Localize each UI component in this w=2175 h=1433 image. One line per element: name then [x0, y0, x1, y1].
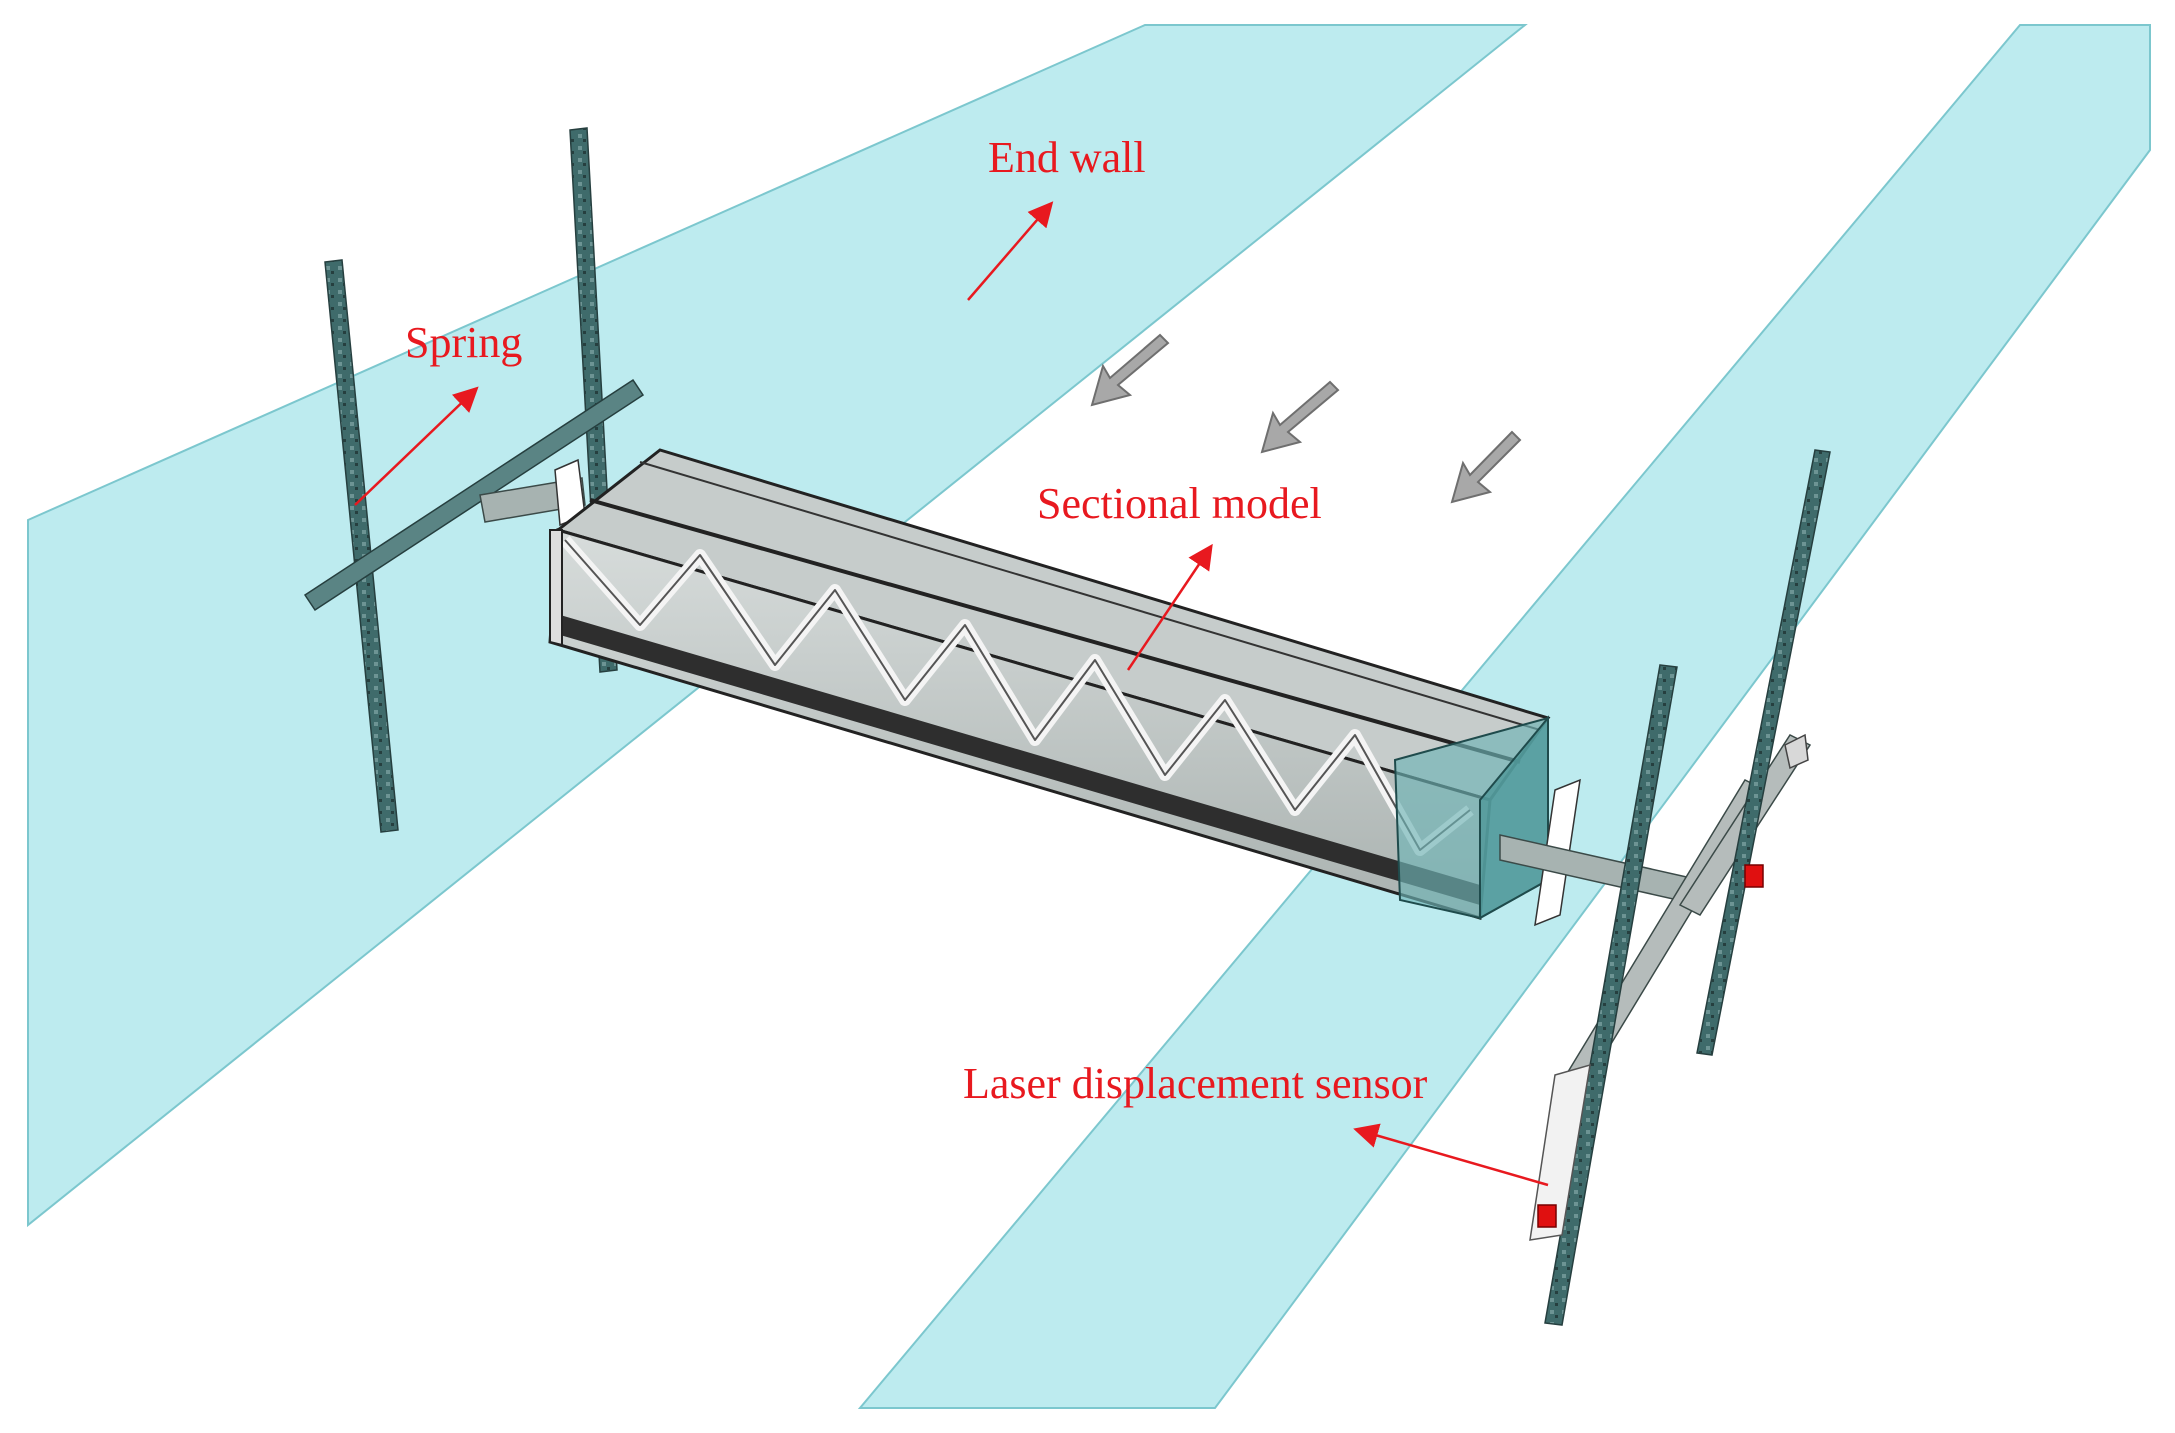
left-crossbar	[303, 378, 645, 612]
right-spring-rod-back	[1696, 449, 1831, 1056]
end-wall-label: End wall	[988, 133, 1146, 182]
left-spring-system	[303, 127, 645, 833]
right-spring-system	[1499, 449, 1831, 1326]
laser-sensor-upper	[1744, 864, 1764, 888]
laser-sensor-lower	[1537, 1204, 1557, 1228]
laser-displacement-sensor-label: Laser displacement sensor	[963, 1059, 1428, 1108]
left-spring-rod-front	[324, 259, 399, 833]
sectional-model	[548, 448, 1551, 920]
wind-flow-arrow-icon	[1090, 333, 1522, 504]
sensor-bracket	[1529, 1063, 1591, 1241]
sectional-model-label: Sectional model	[1037, 479, 1322, 528]
spring-label: Spring	[405, 318, 522, 367]
label-pointer-arrow-icon	[354, 201, 1549, 1187]
